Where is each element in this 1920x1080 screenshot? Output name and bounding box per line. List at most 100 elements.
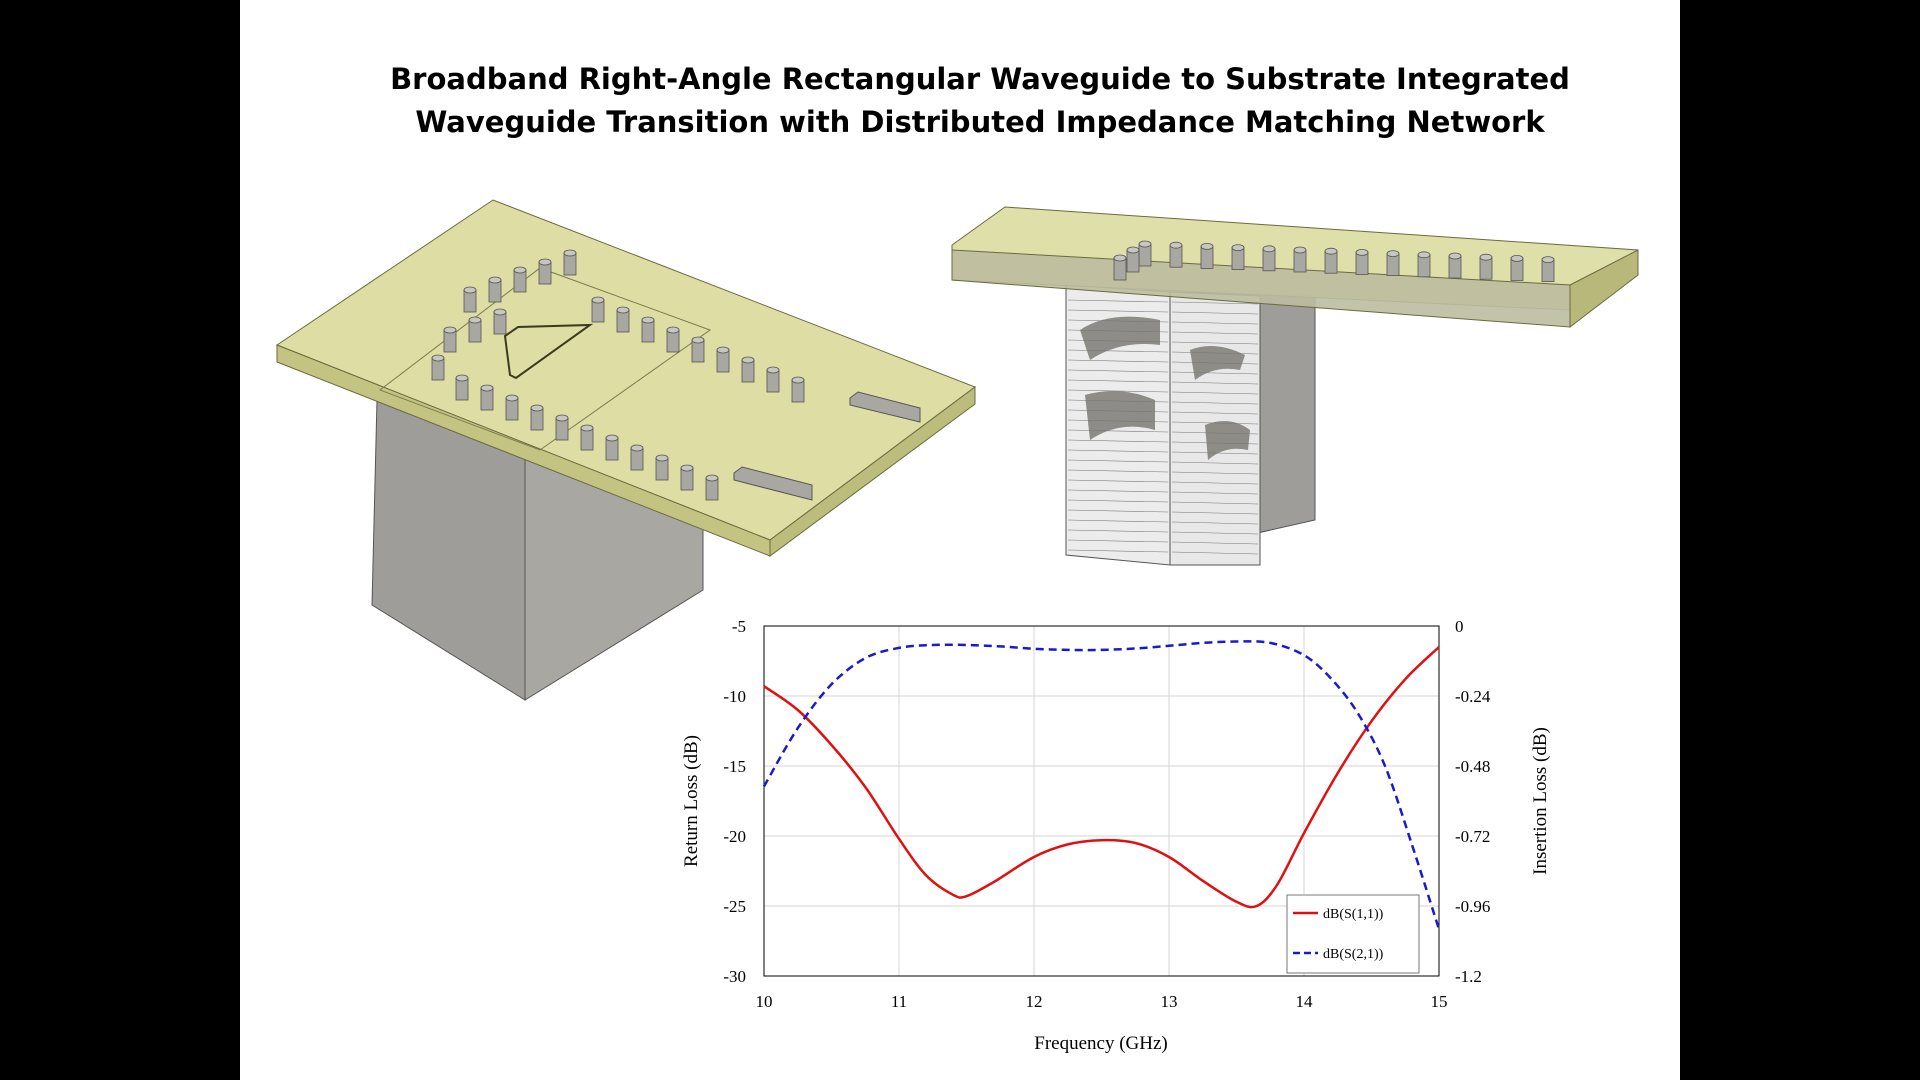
- via-right-11: [1479, 253, 1493, 280]
- via-left-8: [666, 326, 680, 353]
- hatch-line: [1171, 351, 1259, 355]
- via-left-18: [530, 404, 544, 431]
- hatch-line: [1067, 489, 1169, 493]
- y2-tick-label: -0.96: [1455, 897, 1490, 916]
- hatch-line: [1067, 479, 1169, 483]
- hatch-line: [1067, 379, 1169, 383]
- title-line-2: Waveguide Transition with Distributed Im…: [415, 105, 1545, 139]
- via-right-7: [1355, 248, 1369, 275]
- hatch-line: [1067, 299, 1169, 303]
- via-left-28: [493, 308, 507, 335]
- y2-tick-label: -0.24: [1455, 687, 1491, 706]
- via-left-19: [555, 414, 569, 441]
- hatch-line: [1171, 531, 1259, 535]
- hatch-line: [1171, 471, 1259, 475]
- via-left-27: [468, 316, 482, 343]
- hatch-line: [1067, 499, 1169, 503]
- via-left-0: [463, 286, 477, 313]
- hatch-line: [1067, 519, 1169, 523]
- hatch-line: [1171, 501, 1259, 505]
- y-tick-label: -25: [723, 897, 746, 916]
- slot-outline: [378, 267, 712, 451]
- hatch-line: [1067, 419, 1169, 423]
- hatch-line: [1171, 441, 1259, 445]
- via-right-0: [1138, 240, 1152, 267]
- legend-label-s21: dB(S(2,1)): [1323, 947, 1384, 962]
- hatch-line: [1067, 529, 1169, 533]
- hatch-line: [1171, 321, 1259, 325]
- hatch-line: [1067, 309, 1169, 313]
- series-line-s21: [762, 640, 1441, 930]
- x-tick-label: 11: [891, 992, 907, 1011]
- hatch-line: [1171, 411, 1259, 415]
- hatch-line: [1171, 331, 1259, 335]
- via-right-13: [1541, 256, 1555, 283]
- hatch-line: [1171, 421, 1259, 425]
- via-right-6: [1324, 247, 1338, 274]
- hatch-line: [1067, 539, 1169, 543]
- hatch-line: [1067, 359, 1169, 363]
- transition-illustrations: [275, 199, 1639, 701]
- chart-grid: [764, 626, 1439, 976]
- via-left-9: [691, 336, 705, 363]
- series-line-s11: [763, 646, 1440, 909]
- hatch-line: [1067, 469, 1169, 473]
- ridge-hatching: [1067, 299, 1259, 555]
- hatch-line: [1067, 369, 1169, 373]
- via-right-3: [1231, 244, 1245, 271]
- hatch-line: [1171, 311, 1259, 315]
- title-line-1: Broadband Right-Angle Rectangular Wavegu…: [390, 62, 1570, 96]
- y-tick-label: -5: [732, 617, 746, 636]
- hatch-line: [1171, 451, 1259, 455]
- y-axis-right-ticks: 0-0.24-0.48-0.72-0.96-1.2: [1455, 617, 1491, 986]
- via-right-10: [1448, 252, 1462, 279]
- hatch-line: [1171, 481, 1259, 485]
- via-left-4: [563, 249, 577, 276]
- via-left-23: [655, 454, 669, 481]
- hatch-line: [1171, 301, 1259, 305]
- via-right-extra-0: [1113, 254, 1127, 281]
- hatch-line: [1171, 401, 1259, 405]
- via-left-10: [716, 346, 730, 373]
- x-tick-label: 10: [756, 992, 773, 1011]
- port-pad-1: [849, 391, 921, 423]
- hatch-line: [1171, 391, 1259, 395]
- right-cross-section: [1065, 284, 1316, 566]
- via-left-3: [538, 258, 552, 285]
- hatch-line: [1171, 361, 1259, 365]
- x-tick-label: 15: [1431, 992, 1448, 1011]
- hatch-line: [1067, 339, 1169, 343]
- via-left-7: [641, 316, 655, 343]
- via-left-17: [505, 394, 519, 421]
- hatch-line: [1171, 511, 1259, 515]
- hatch-line: [1067, 319, 1169, 323]
- via-left-13: [791, 376, 805, 403]
- via-right-4: [1262, 245, 1276, 272]
- via-left-12: [766, 366, 780, 393]
- via-left-1: [488, 276, 502, 303]
- x-tick-label: 12: [1026, 992, 1043, 1011]
- slide: Broadband Right-Angle Rectangular Wavegu…: [240, 0, 1680, 1080]
- hatch-line: [1067, 449, 1169, 453]
- via-right-5: [1293, 246, 1307, 273]
- via-left-6: [616, 306, 630, 333]
- hatch-line: [1171, 551, 1259, 555]
- hatch-line: [1067, 389, 1169, 393]
- hatch-line: [1171, 541, 1259, 545]
- via-right-12: [1510, 254, 1524, 281]
- chart-series: [762, 640, 1441, 930]
- legend-label-s11: dB(S(1,1)): [1323, 907, 1384, 922]
- legend-box: [1286, 894, 1420, 974]
- hatch-line: [1171, 431, 1259, 435]
- via-left-15: [455, 374, 469, 401]
- via-left-14: [431, 354, 445, 381]
- via-left-26: [443, 326, 457, 353]
- hatch-line: [1171, 521, 1259, 525]
- hatch-line: [1067, 429, 1169, 433]
- x-tick-label: 14: [1296, 992, 1314, 1011]
- via-right-1: [1169, 241, 1183, 268]
- hatch-line: [1067, 349, 1169, 353]
- ridge-notch-2: [1085, 391, 1155, 440]
- hatch-line: [1171, 341, 1259, 345]
